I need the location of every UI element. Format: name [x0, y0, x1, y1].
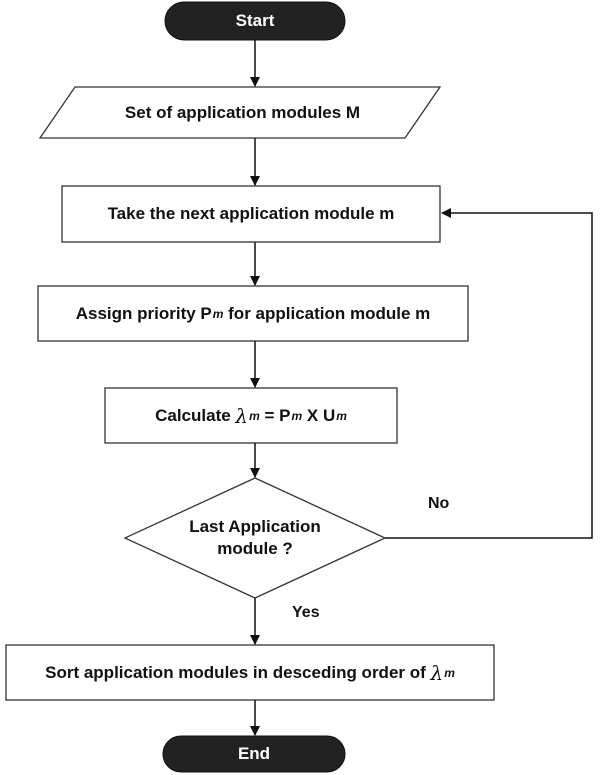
decision-line2: module ?: [217, 539, 293, 558]
input-label: Set of application modules M: [124, 102, 361, 122]
sort-text-pre: Sort application modules in desceding or…: [45, 662, 431, 682]
end-terminal: [162, 735, 346, 773]
sort-lambda-symbol: λ: [430, 660, 444, 685]
next-module-box: [61, 185, 441, 243]
assign-text-pre: Assign priority P: [75, 303, 212, 323]
start-label: Start: [235, 11, 275, 30]
calc-sub-p: m: [291, 408, 303, 423]
edge-label-no: No: [428, 495, 450, 512]
next-module-label: Take the next application module m: [107, 204, 395, 223]
assign-priority-box: [37, 285, 469, 342]
input-parallelogram: [38, 86, 442, 139]
calc-sub-u: m: [336, 408, 347, 423]
assign-text-post: for application module m: [223, 303, 431, 323]
decision-line1: Last Application: [189, 517, 321, 536]
lambda-symbol: λ: [235, 403, 249, 428]
calc-sub-lambda: m: [249, 408, 260, 423]
end-label: End: [237, 744, 271, 763]
sort-box: [5, 644, 495, 701]
edge-decision-loop-back: [385, 208, 593, 539]
calc-text-mid: = P: [259, 405, 291, 425]
assign-sub: m: [212, 306, 224, 321]
sort-sub: m: [444, 665, 455, 680]
edge-label-yes: Yes: [292, 604, 320, 621]
calculate-box: [104, 387, 398, 444]
sort-label: Sort application modules in desceding or…: [6, 645, 494, 700]
calc-text-pre: Calculate: [155, 405, 236, 425]
calc-text-mid2: X U: [302, 405, 336, 425]
decision-label: Last Application module ?: [145, 508, 365, 568]
